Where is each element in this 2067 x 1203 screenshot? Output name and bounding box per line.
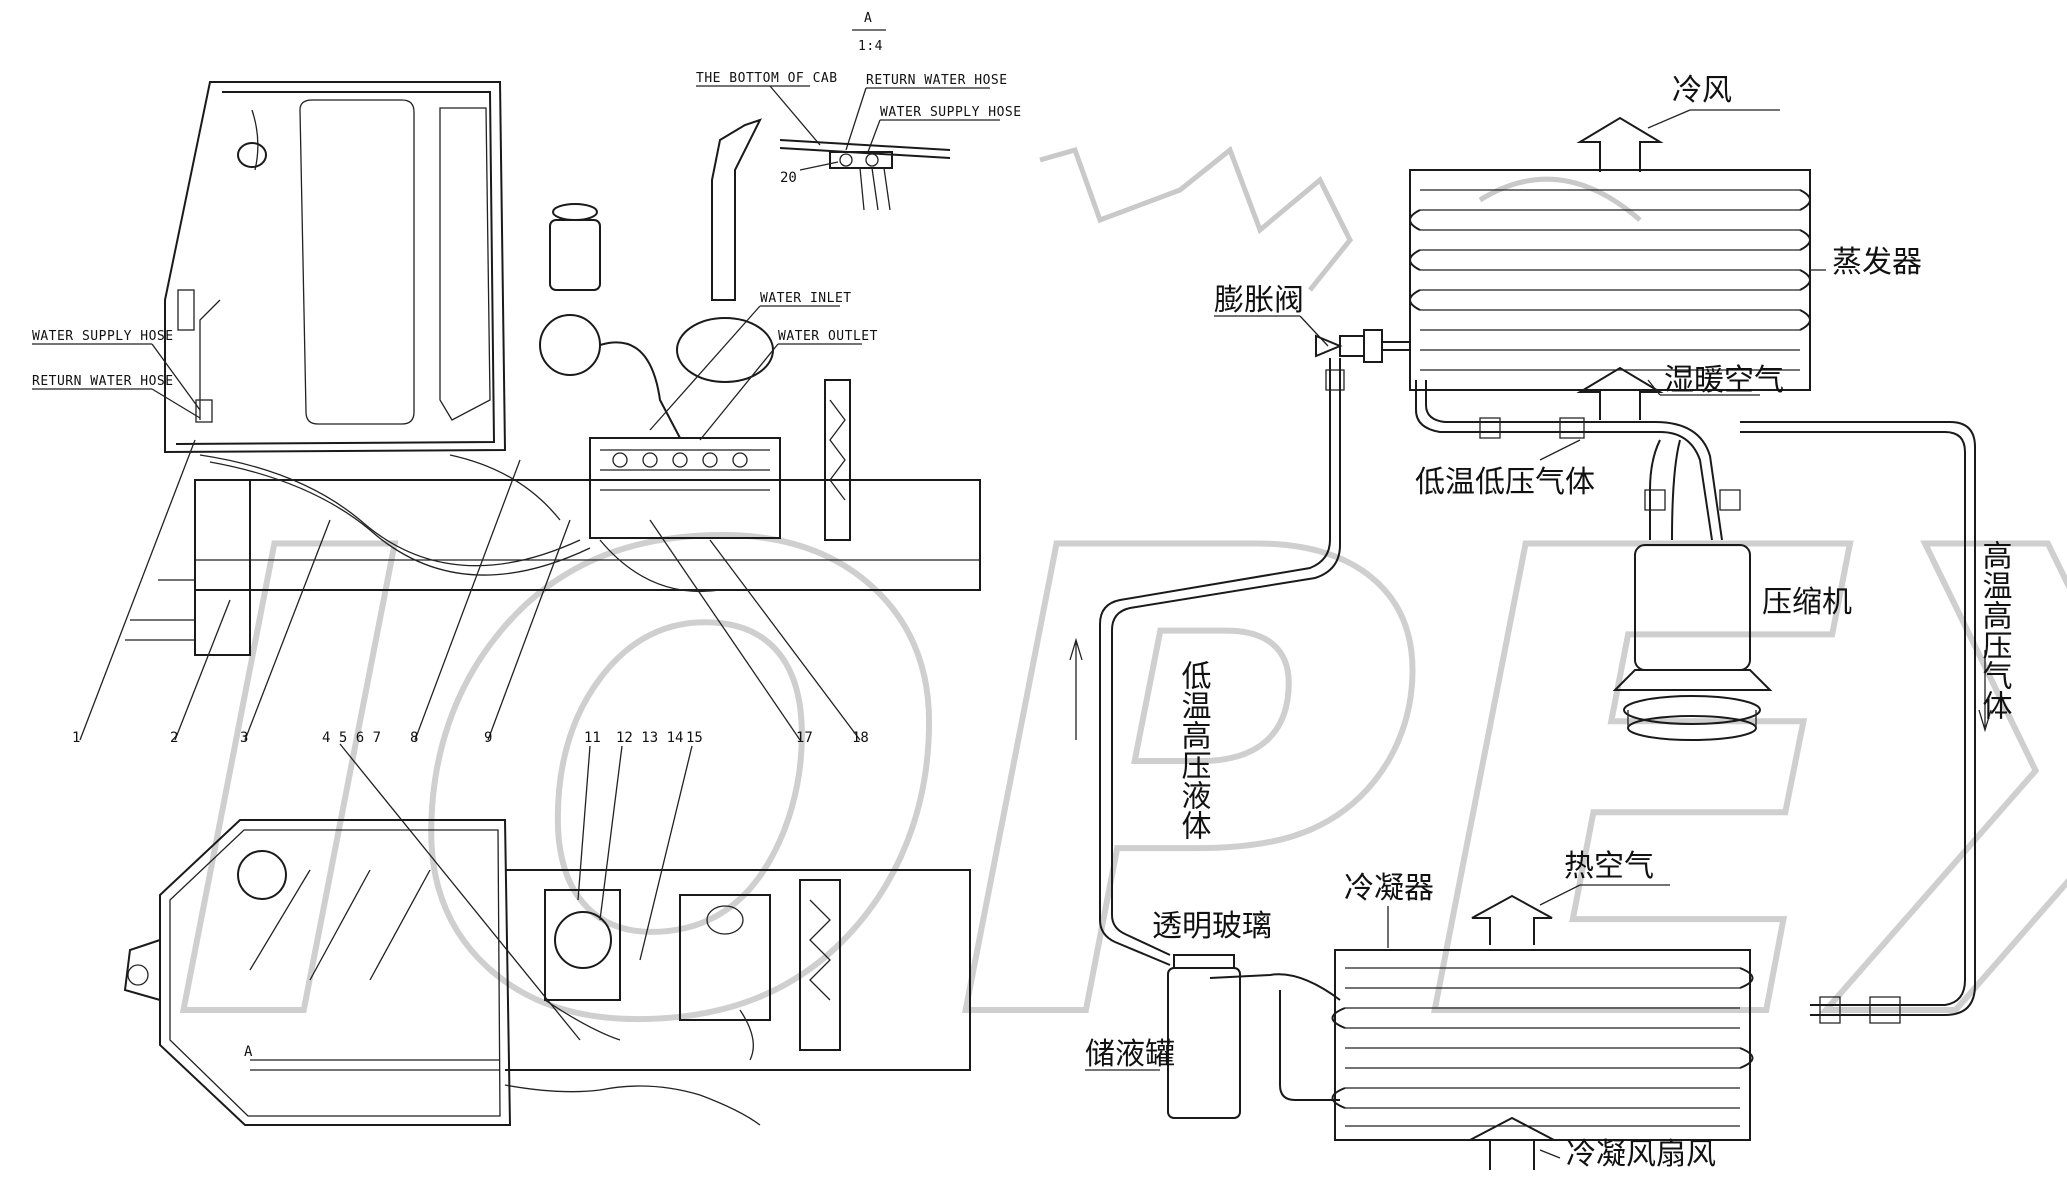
return-water-hose-label: RETURN WATER HOSE — [32, 374, 174, 389]
discharge-line — [1740, 431, 1966, 1006]
machine-side-view: WATER SUPPLY HOSE RETURN WATER HOSE WATE… — [32, 81, 981, 1041]
receiver-drier-label: 储液罐 — [1085, 1037, 1175, 1072]
condenser-fan-air-arrow-icon — [1469, 1116, 1555, 1170]
callout-18: 18 — [852, 730, 869, 746]
water-outlet-label: WATER OUTLET — [778, 329, 878, 344]
detail-return-hose-label: RETURN WATER HOSE — [866, 73, 1008, 88]
suction-line — [1415, 380, 1713, 541]
section-mark-a: A — [244, 1044, 253, 1060]
cold-air-arrow-icon — [1576, 116, 1664, 172]
callout-8: 8 — [410, 730, 418, 746]
evaporator-coil — [1409, 169, 1811, 391]
condenser-fan-air-label: 冷凝风扇风 — [1566, 1137, 1716, 1172]
callout-3: 3 — [240, 730, 248, 746]
svg-text:低温高压液体: 低温高压液体 — [1176, 660, 1212, 840]
compressor-label: 压缩机 — [1762, 585, 1852, 620]
svg-text:高温高压气体: 高温高压气体 — [1977, 540, 2013, 720]
bottom-of-cab-label: THE BOTTOM OF CAB — [696, 71, 838, 86]
water-supply-hose-label: WATER SUPPLY HOSE — [32, 329, 174, 344]
callout-15: 15 — [686, 730, 703, 746]
sight-glass-label: 透明玻璃 — [1152, 909, 1272, 944]
watermark: IOPEX — [167, 145, 2067, 1164]
detail-view-a: A 1:4 THE BOTTOM OF CAB RETURN WATER HOS… — [696, 11, 1022, 211]
ac-refrigeration-cycle: 冷风 蒸发器 湿暖空气 膨胀阀 低温低压气体 — [1069, 73, 2013, 1172]
humid-warm-air-arrow-icon — [1576, 366, 1664, 420]
water-inlet-label: WATER INLET — [760, 291, 852, 306]
callout-12-14: 12 13 14 — [616, 730, 683, 746]
expansion-valve-icon — [1315, 329, 1383, 363]
callout-2: 2 — [170, 730, 178, 746]
detail-supply-hose-label: WATER SUPPLY HOSE — [880, 105, 1022, 120]
evaporator-label: 蒸发器 — [1832, 245, 1922, 280]
hot-air-label: 热空气 — [1564, 849, 1654, 884]
callout-1: 1 — [72, 730, 80, 746]
callout-9: 9 — [484, 730, 492, 746]
detail-callout-20: 20 — [780, 170, 797, 186]
condenser-label: 冷凝器 — [1344, 871, 1434, 906]
callout-4-7: 4 5 6 7 — [322, 730, 381, 746]
receiver-drier — [1167, 967, 1241, 1119]
compressor-pulley-icon — [1623, 695, 1761, 725]
low-temp-low-pressure-gas-label: 低温低压气体 — [1415, 465, 1595, 500]
detail-view-scale: 1:4 — [858, 39, 883, 54]
callout-11: 11 — [584, 730, 601, 746]
hot-air-arrow-icon — [1471, 894, 1553, 945]
machine-top-view: A 11 12 13 14 15 — [123, 730, 971, 1126]
detail-view-letter: A — [864, 11, 872, 26]
expansion-valve-label: 膨胀阀 — [1214, 283, 1304, 318]
high-temp-high-pressure-gas-label: 高温高压气体 — [1977, 540, 2013, 720]
low-temp-high-pressure-liquid-label: 低温高压液体 — [1176, 660, 1212, 840]
callout-17: 17 — [796, 730, 813, 746]
cold-air-label: 冷风 — [1672, 73, 1732, 108]
humid-warm-air-label: 湿暖空气 — [1664, 363, 1784, 398]
liquid-line — [1099, 358, 1331, 966]
